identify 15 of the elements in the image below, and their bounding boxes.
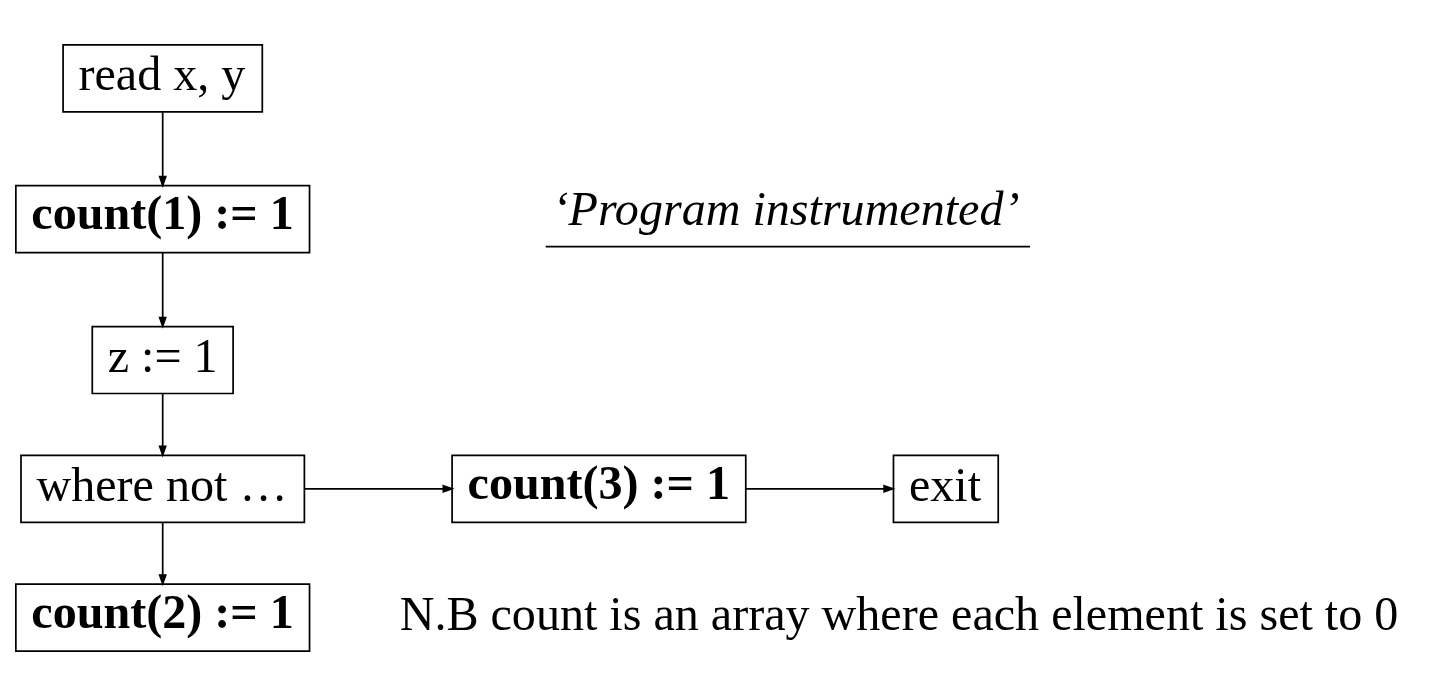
node-box: exit — [892, 454, 1000, 524]
node-box: read x, y — [62, 44, 264, 113]
node-box: count(2) := 1 — [15, 583, 311, 652]
label: ‘Program instrumented’ — [552, 182, 1020, 236]
arrow — [304, 484, 455, 494]
node-box: count(3) := 1 — [451, 454, 747, 524]
arrow — [745, 484, 896, 494]
node-box: z := 1 — [91, 325, 234, 395]
label: N.B count is an array where each element is set to 0 — [399, 586, 1399, 640]
node-box: where not … — [20, 454, 306, 524]
arrow — [158, 111, 167, 188]
arrow — [158, 393, 167, 458]
arrow — [158, 522, 167, 587]
arrow — [158, 251, 167, 329]
node-box: count(1) := 1 — [15, 184, 311, 254]
